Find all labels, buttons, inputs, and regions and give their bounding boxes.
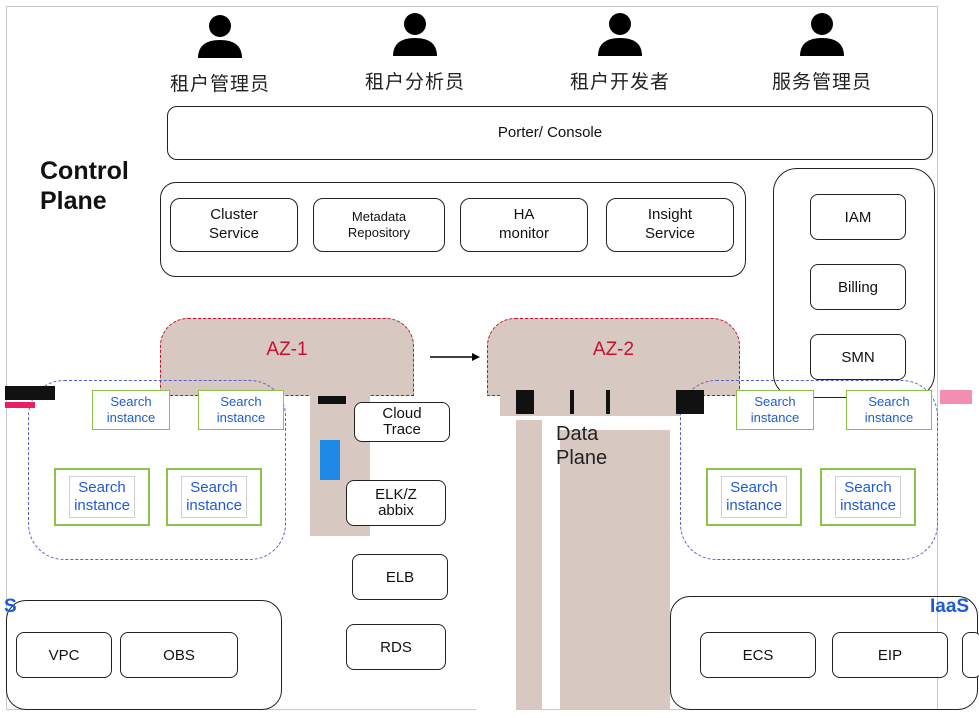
role-label: 租户开发者	[569, 71, 670, 93]
role-tenant-admin: 租户管理员	[150, 14, 290, 96]
glitch-bar	[570, 390, 574, 414]
rds-box: RDS	[346, 624, 446, 670]
glitch-bar	[320, 440, 340, 480]
portal-console-bar: Porter/ Console	[167, 106, 933, 160]
eip-box: EIP	[832, 632, 948, 678]
role-label: 服务管理员	[771, 71, 872, 93]
glitch-bar	[676, 390, 704, 414]
glitch-bar	[606, 390, 610, 414]
smn-box: SMN	[810, 334, 906, 380]
role-service-admin: 服务管理员	[752, 12, 892, 94]
person-icon	[198, 15, 242, 58]
role-label: 租户管理员	[169, 73, 270, 95]
role-label: 租户分析员	[364, 71, 465, 93]
person-icon	[393, 13, 437, 56]
role-tenant-analyst: 租户分析员	[345, 12, 485, 94]
elb-box: ELB	[352, 554, 448, 600]
az-2-zone	[680, 380, 938, 560]
obs-box: OBS	[120, 632, 238, 678]
portal-label: Porter/ Console	[497, 123, 603, 141]
iam-box: IAM	[810, 194, 906, 240]
person-icon	[598, 13, 642, 56]
control-plane-title: Control Plane	[40, 157, 129, 215]
glitch-bar	[5, 386, 55, 400]
glitch-bar	[318, 396, 346, 404]
iaas-right-label: IaaS	[930, 596, 970, 617]
glitch-block	[560, 430, 670, 710]
diagram-frame	[6, 6, 938, 710]
glitch-bar	[940, 390, 972, 404]
data-plane-title: Data Plane	[556, 423, 608, 469]
glitch-bar	[516, 390, 534, 414]
person-icon	[800, 13, 844, 56]
arrow-icon	[430, 353, 480, 361]
glitch-bar	[5, 402, 35, 408]
glitch-block	[476, 420, 516, 710]
control-services-group	[160, 182, 746, 277]
extra-box	[962, 632, 979, 678]
az-1-header: AZ-1	[160, 318, 414, 396]
ecs-box: ECS	[700, 632, 816, 678]
iaas-left-label: S	[4, 596, 17, 617]
vpc-box: VPC	[16, 632, 112, 678]
az-1-zone	[28, 380, 286, 560]
role-tenant-developer: 租户开发者	[550, 12, 690, 94]
iaas-left-group	[6, 600, 282, 710]
billing-box: Billing	[810, 264, 906, 310]
